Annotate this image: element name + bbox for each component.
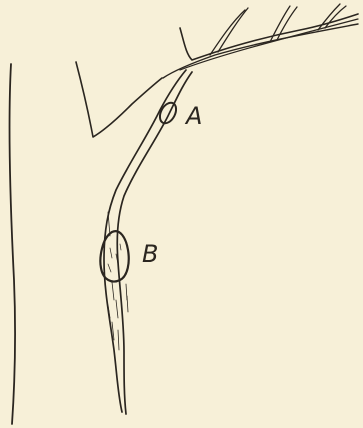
twig-center-line <box>180 19 358 70</box>
twig-inner-edge <box>163 24 358 78</box>
gall-a <box>157 100 180 126</box>
branch-stub-2 <box>270 6 290 42</box>
left-trunk-line <box>10 64 15 424</box>
label-a: A <box>184 102 202 130</box>
branch-stub-1b <box>218 8 248 52</box>
label-b: B <box>142 240 158 268</box>
fork-left-edge <box>76 62 162 137</box>
